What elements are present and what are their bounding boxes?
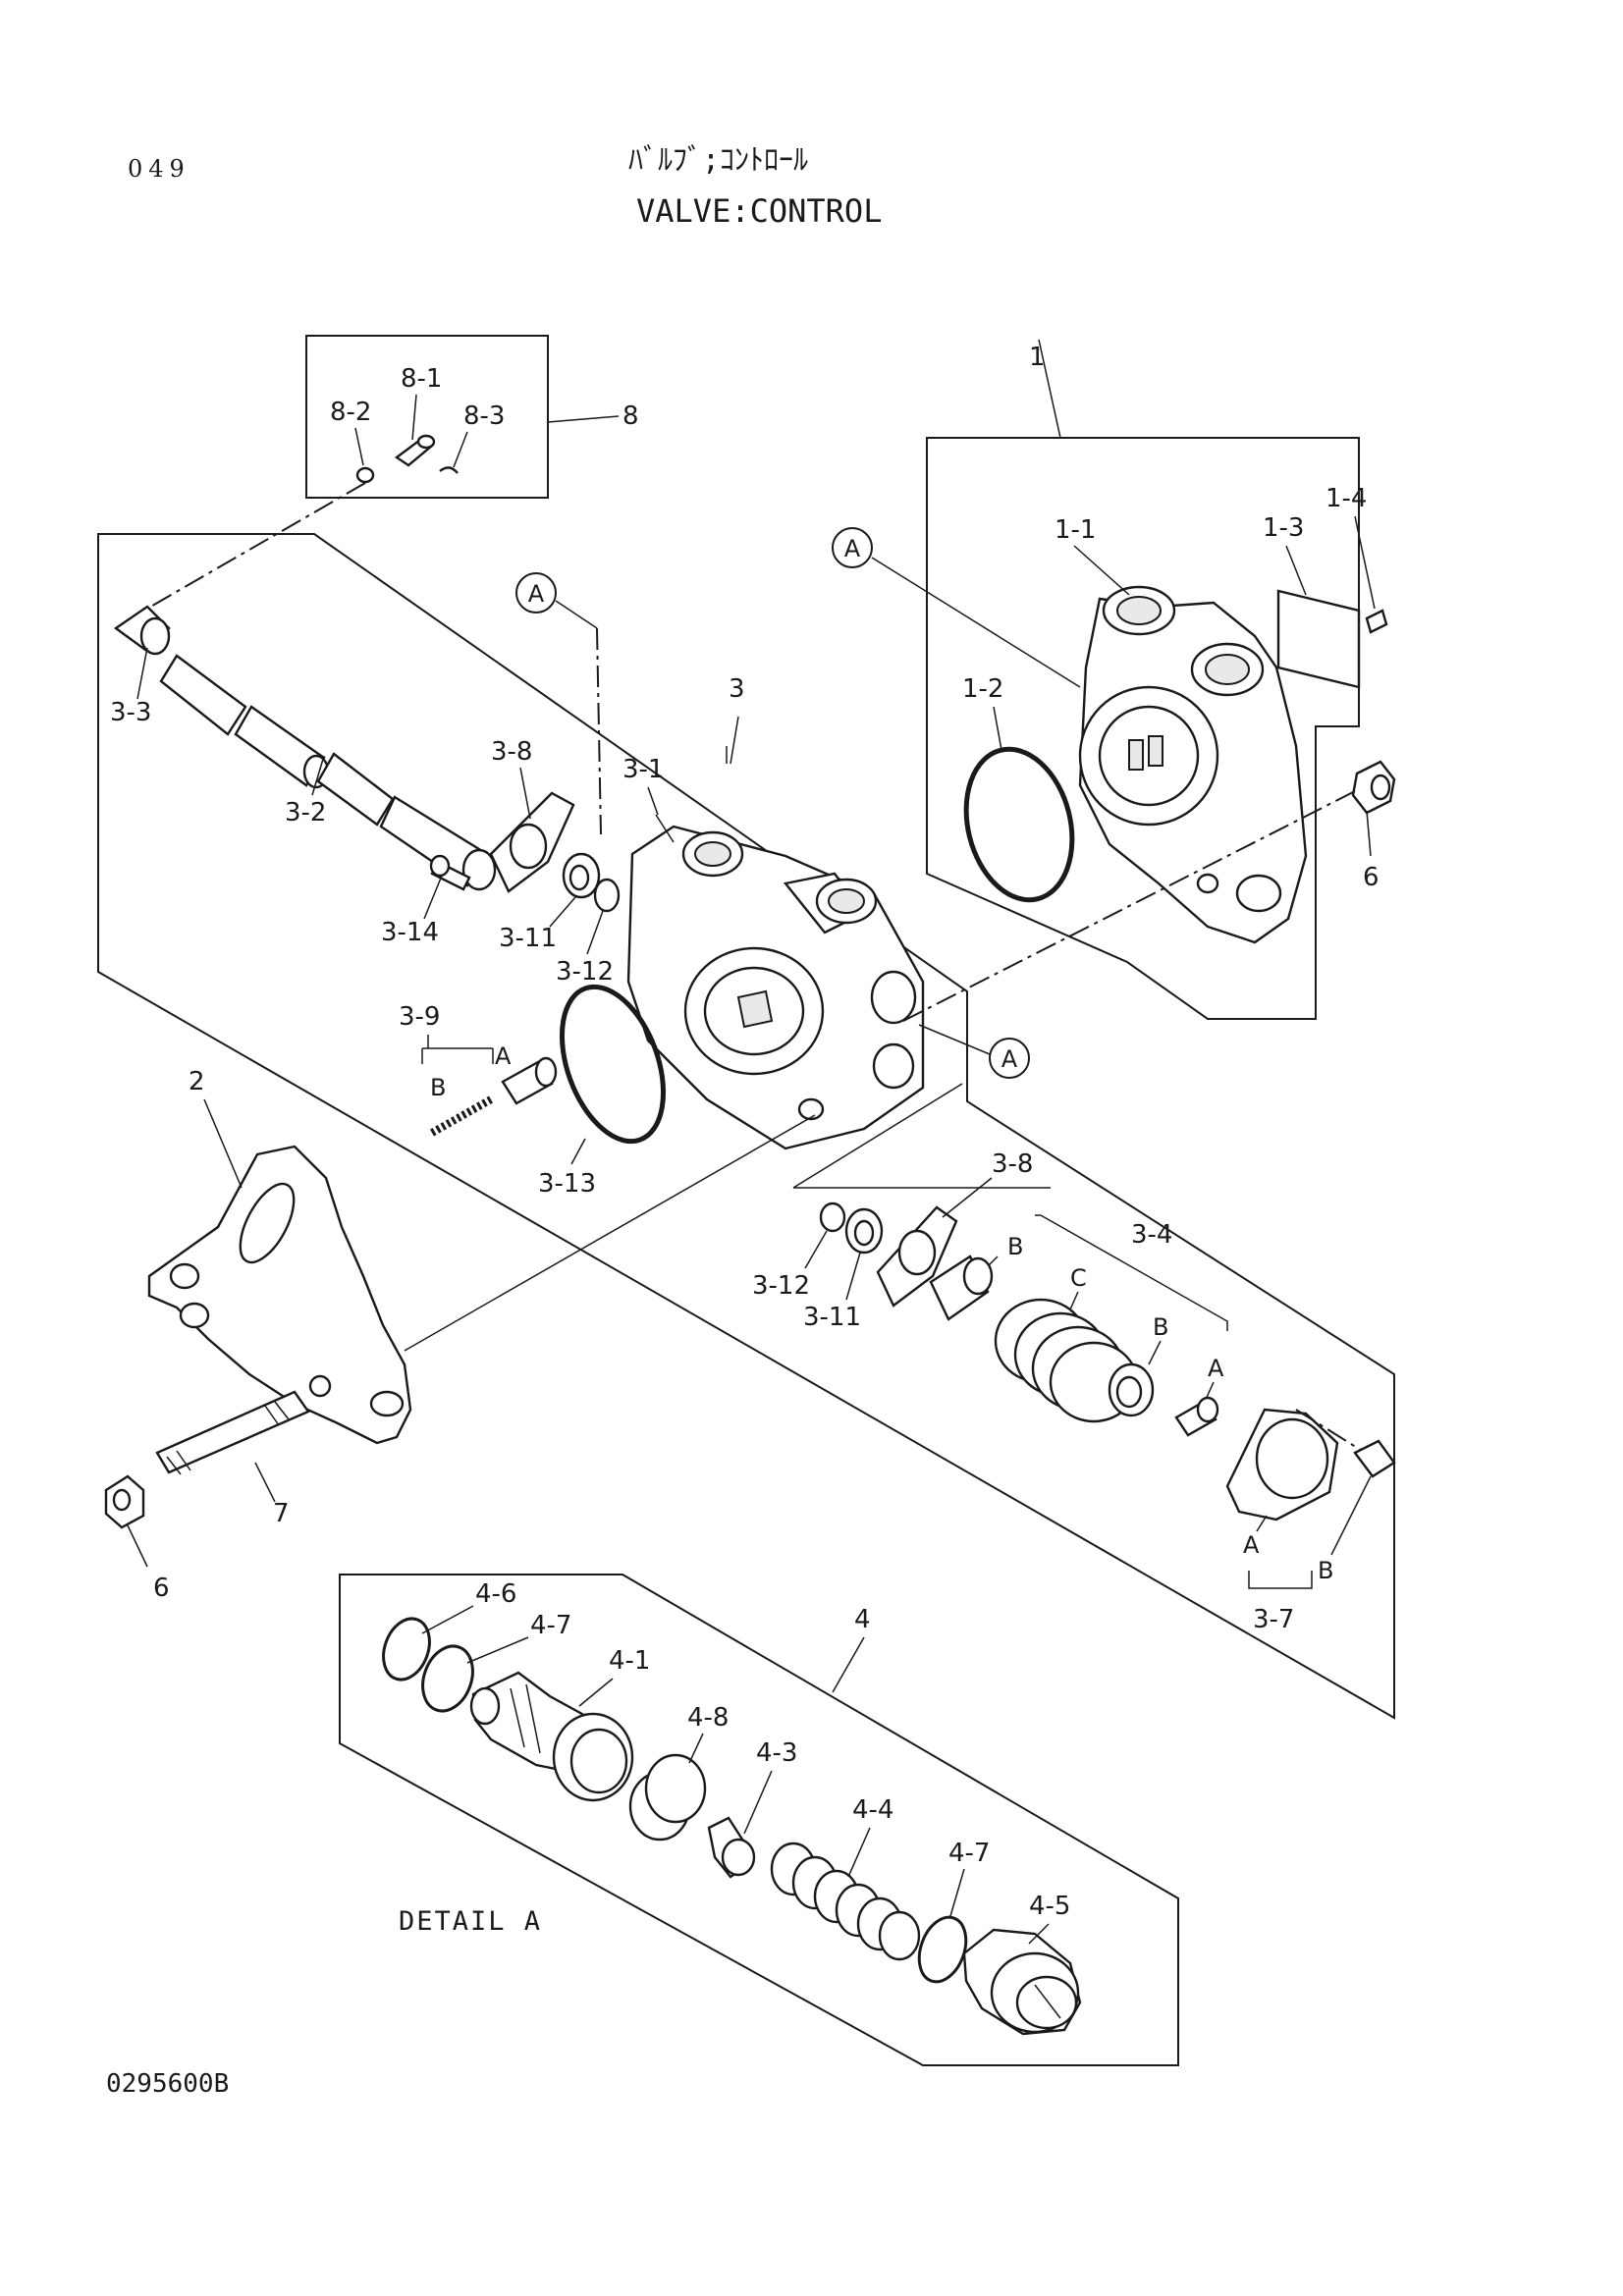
ref-a-right: [989, 1038, 1030, 1079]
stud-and-nut-left: 7 6: [104, 1390, 310, 1603]
ref-a-left: [515, 572, 557, 614]
spring-3-9: [430, 1095, 493, 1137]
title-japanese: ﾊﾞﾙﾌﾞ;ｺﾝﾄﾛｰﾙ: [628, 143, 809, 178]
label-1-4: 1-4: [1325, 484, 1367, 513]
label-3-13: 3-13: [538, 1169, 596, 1199]
o-ring-3-13: [559, 984, 667, 1145]
label-3-12-upper: 3-12: [556, 957, 614, 987]
bracket-2: 2: [147, 1067, 816, 1445]
group-4-frame: [339, 1574, 1179, 2066]
label-8-3: 8-3: [463, 401, 505, 431]
label-3-11-upper: 3-11: [499, 924, 557, 953]
nut-6-right: 6: [902, 760, 1396, 1022]
label-3-1: 3-1: [622, 755, 664, 784]
label-1-1: 1-1: [1055, 515, 1096, 545]
label-4-1: 4-1: [609, 1646, 650, 1676]
label-6-left: 6: [153, 1574, 170, 1603]
label-3-7-b: B: [1318, 1557, 1333, 1584]
label-7: 7: [273, 1499, 290, 1528]
label-3-3: 3-3: [110, 698, 151, 727]
label-3: 3: [729, 674, 745, 704]
label-3-8-upper: 3-8: [491, 737, 532, 767]
label-8: 8: [622, 401, 639, 431]
o-ring-4-6: [382, 1617, 431, 1682]
label-1: 1: [1029, 343, 1046, 372]
svg-text:A: A: [844, 535, 861, 562]
o-ring-3-12-lower: [819, 1201, 846, 1233]
label-3-11-lower: 3-11: [803, 1303, 861, 1332]
spring-assembly-3-4: 3-4 B C B A A B: [929, 1214, 1396, 1634]
upper-seal-parts: 3-8 3-14 3-11 3-12: [381, 737, 621, 987]
label-1-3: 1-3: [1263, 513, 1304, 543]
label-4-7-lower: 4-7: [948, 1839, 990, 1868]
label-3-2: 3-2: [285, 798, 326, 828]
label-6-right: 6: [1363, 863, 1380, 892]
leader-3: [730, 716, 739, 765]
svg-text:A: A: [1001, 1045, 1018, 1073]
label-3-4-b-mid: B: [1153, 1313, 1168, 1341]
label-4: 4: [854, 1605, 871, 1634]
group-4-detail-a: 4 4-6 4-7 4-1 4-8 4-3: [339, 1574, 1179, 2066]
title-english: VALVE:CONTROL: [636, 192, 883, 230]
stud-7: [155, 1390, 310, 1474]
label-8-2: 8-2: [330, 398, 371, 427]
label-4-3: 4-3: [756, 1738, 797, 1768]
group-8-assembly: 8 8-1 8-2 8-3: [146, 335, 639, 610]
group-1-assembly: 1 1-1 1-2 1-3 1-4: [926, 339, 1388, 1020]
valve-body-3-1: 3-1: [622, 755, 925, 1150]
lower-seal-parts: 3-12 3-11 3-8: [752, 1083, 1051, 1332]
label-3-9-b: B: [430, 1074, 446, 1101]
label-3-14: 3-14: [381, 918, 439, 947]
o-ring-3-12-upper: [593, 878, 621, 913]
svg-text:A: A: [528, 580, 545, 608]
o-ring-4-7-lower: [917, 1915, 968, 1984]
page-number: 049: [128, 155, 190, 183]
spool-assembly: 3-3 3-2: [110, 605, 497, 891]
pilot-parts: 3-9 A B 3-13: [399, 984, 667, 1199]
label-3-7-a: A: [1243, 1531, 1260, 1559]
drawing-number: 0295600B: [106, 2069, 230, 2099]
ref-a-callouts: A A A: [515, 527, 1081, 1079]
label-3-4: 3-4: [1131, 1220, 1172, 1250]
label-3-7: 3-7: [1253, 1605, 1294, 1634]
label-4-6: 4-6: [475, 1579, 516, 1609]
screw-1-4: [1365, 609, 1388, 634]
leader-8: [547, 415, 620, 423]
o-ring-4-7-upper: [421, 1644, 474, 1713]
label-8-1: 8-1: [401, 364, 442, 394]
plate-1-3: [1276, 589, 1361, 689]
label-3-4-b-top: B: [1007, 1233, 1023, 1260]
label-3-9: 3-9: [399, 1002, 440, 1032]
group-8-frame: [305, 335, 549, 499]
label-2: 2: [189, 1067, 205, 1096]
label-3-12-lower: 3-12: [752, 1271, 810, 1301]
o-ring-1-2: [963, 746, 1075, 903]
cotter-pin-8-3: [439, 466, 459, 474]
label-3-9-a: A: [495, 1042, 512, 1070]
group-3-frame: 3: [97, 533, 1395, 1720]
leader-1: [1038, 339, 1061, 439]
washer-8-2: [355, 466, 375, 484]
label-4-7-upper: 4-7: [530, 1611, 571, 1640]
label-4-8: 4-8: [687, 1703, 729, 1733]
ref-a-top: [832, 527, 873, 568]
screw-3-7-b: [1353, 1439, 1396, 1478]
label-3-8-lower: 3-8: [992, 1149, 1033, 1179]
label-3-4-c: C: [1070, 1264, 1087, 1292]
spool-3-2: [159, 654, 247, 736]
label-4-4: 4-4: [852, 1795, 893, 1825]
label-4-5: 4-5: [1029, 1892, 1070, 1921]
detail-a-caption: DETAIL A: [399, 1906, 542, 1937]
label-1-2: 1-2: [962, 674, 1003, 704]
label-3-4-a: A: [1208, 1355, 1224, 1382]
